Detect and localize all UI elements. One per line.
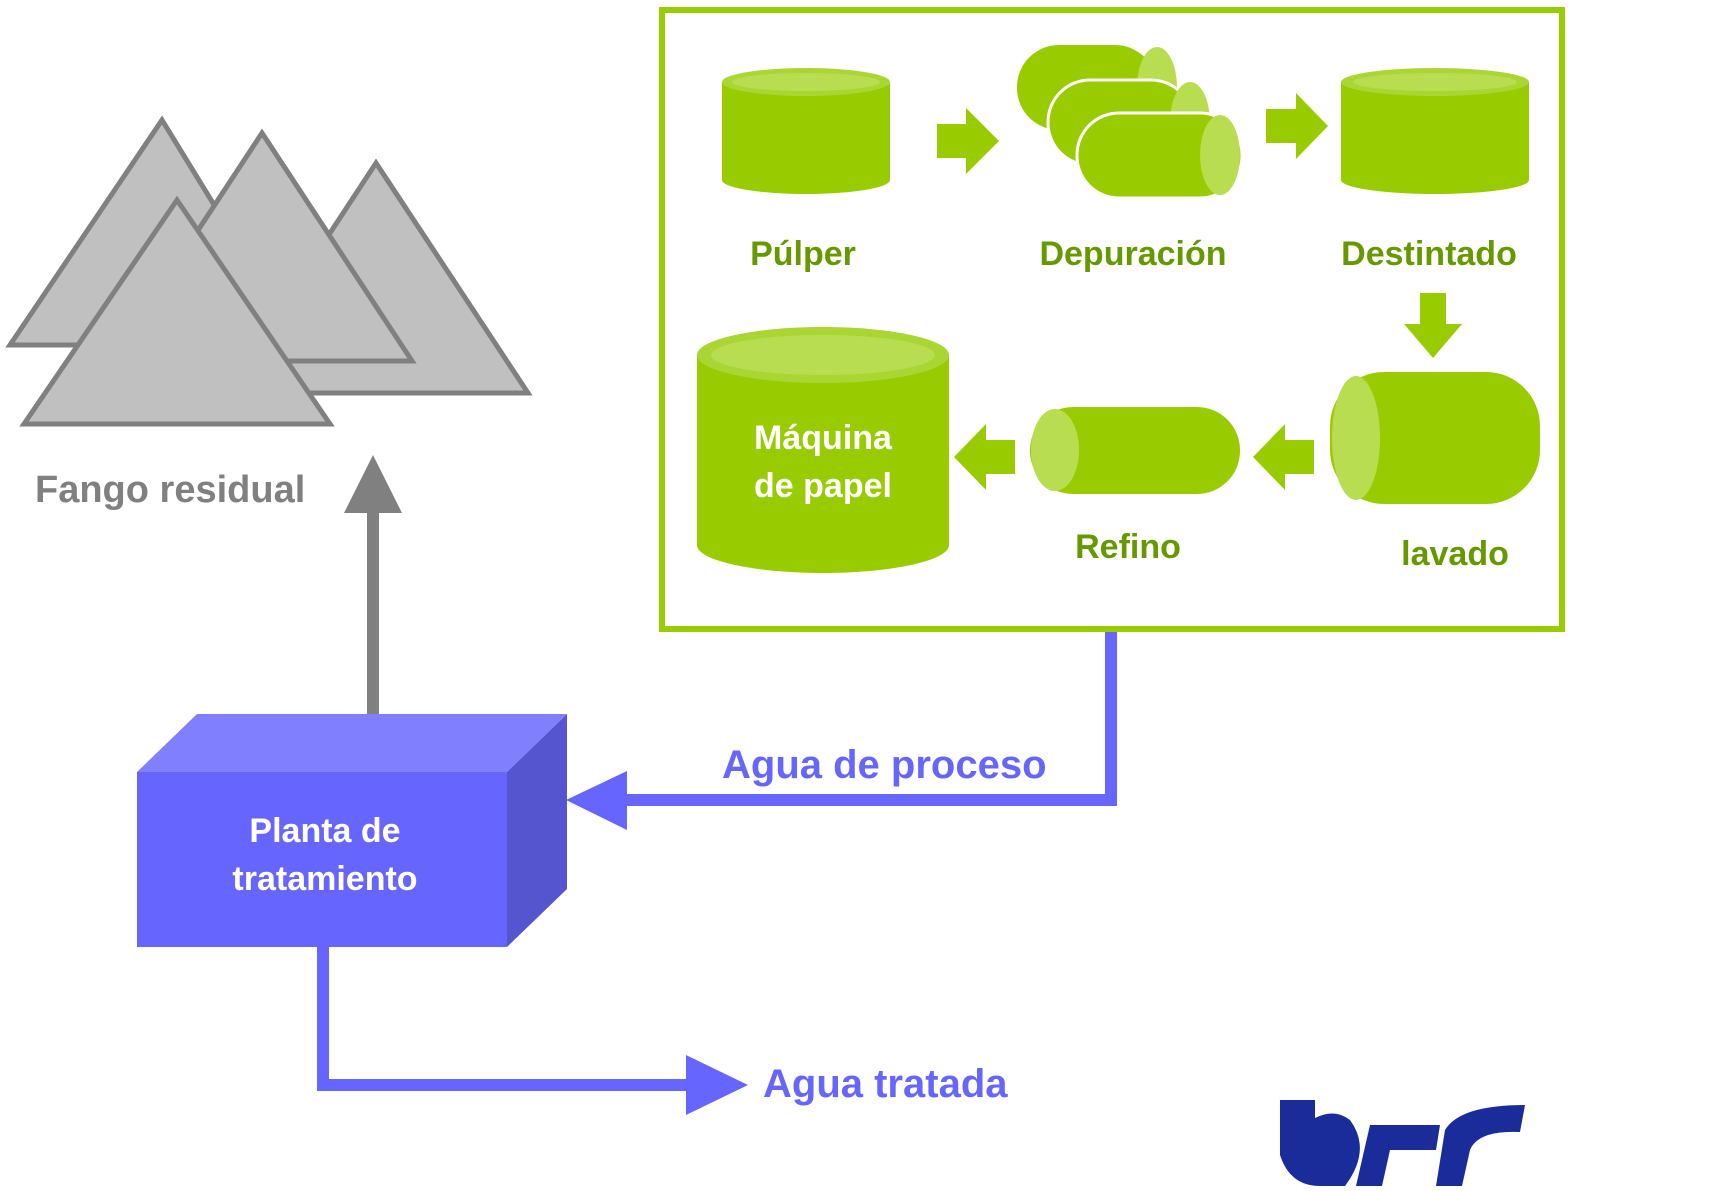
arrow-left-icon xyxy=(954,424,1015,490)
ugc-logo xyxy=(1280,1100,1525,1186)
treatment-plant-box xyxy=(137,714,567,947)
lavado-label: lavado xyxy=(1401,535,1509,573)
destintado-tank-icon xyxy=(1341,68,1529,194)
process-water-arrow xyxy=(566,632,1117,830)
maquina-tank-icon xyxy=(697,327,949,573)
lavado-cylinder-icon xyxy=(1330,372,1540,504)
agua-tratada-label: Agua tratada xyxy=(763,1062,1008,1106)
sludge-arrow xyxy=(344,455,402,715)
plant-label-line2: tratamiento xyxy=(232,860,417,898)
pulper-tank-icon xyxy=(722,68,890,194)
plant-label-line1: Planta de xyxy=(249,812,400,850)
maquina-label-line2: de papel xyxy=(754,467,892,505)
fango-label: Fango residual xyxy=(35,469,305,511)
arrow-right-icon xyxy=(1266,93,1328,159)
arrow-down-icon xyxy=(1404,293,1462,358)
agua-proceso-label: Agua de proceso xyxy=(722,743,1047,787)
maquina-label-line1: Máquina xyxy=(754,419,893,457)
arrow-right-icon xyxy=(937,108,999,174)
depuracion-cylinders-icon xyxy=(1017,45,1244,200)
refino-label: Refino xyxy=(1075,528,1181,566)
pulper-label: Púlper xyxy=(750,235,856,273)
destintado-label: Destintado xyxy=(1341,235,1517,273)
depuracion-label: Depuración xyxy=(1039,235,1226,273)
refino-cylinder-icon xyxy=(1030,407,1240,494)
treated-water-arrow xyxy=(317,947,748,1115)
sludge-mountains-icon xyxy=(5,115,533,427)
arrow-left-icon xyxy=(1253,424,1314,490)
